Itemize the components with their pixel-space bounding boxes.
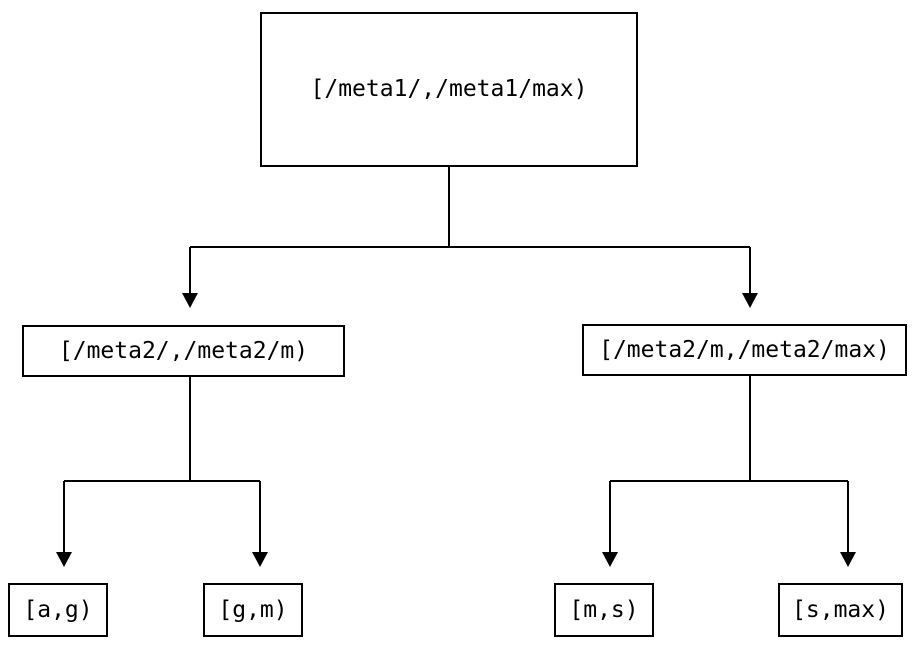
edge-meta2-right-to-leaf-ms (602, 481, 618, 567)
node-label: [a,g) (23, 596, 93, 623)
arrowhead-down-icon (602, 552, 618, 567)
node-label: [/meta2/,/meta2/m) (58, 337, 309, 364)
arrowhead-down-icon (182, 293, 198, 308)
node-label: [/meta1/,/meta1/max) (310, 76, 588, 102)
edge-root-to-meta2-right (742, 247, 758, 308)
edge-root-to-meta2-left (182, 247, 198, 308)
node-leaf-g-m: [g,m) (203, 583, 303, 637)
node-leaf-s-max: [s,max) (778, 583, 903, 637)
arrowhead-down-icon (56, 552, 72, 567)
edge-meta2-left-to-children (64, 377, 260, 482)
edge-meta2-left-to-leaf-ag (56, 481, 72, 567)
edge-meta2-right-to-children (610, 376, 848, 482)
node-meta2-right-range: [/meta2/m,/meta2/max) (582, 324, 907, 376)
node-label: [g,m) (218, 596, 288, 623)
node-label: [s,max) (792, 596, 889, 623)
node-label: [/meta2/m,/meta2/max) (599, 336, 890, 363)
node-label: [m,s) (569, 596, 639, 623)
arrowhead-down-icon (742, 293, 758, 308)
node-leaf-m-s: [m,s) (554, 583, 654, 637)
edge-root-to-children (190, 167, 750, 248)
node-root-meta1-range: [/meta1/,/meta1/max) (260, 12, 638, 167)
arrowhead-down-icon (252, 552, 268, 567)
edge-meta2-right-to-leaf-smax (840, 481, 856, 567)
arrowhead-down-icon (840, 552, 856, 567)
edge-meta2-left-to-leaf-gm (252, 481, 268, 567)
node-meta2-left-range: [/meta2/,/meta2/m) (22, 325, 345, 377)
node-leaf-a-g: [a,g) (8, 583, 108, 637)
